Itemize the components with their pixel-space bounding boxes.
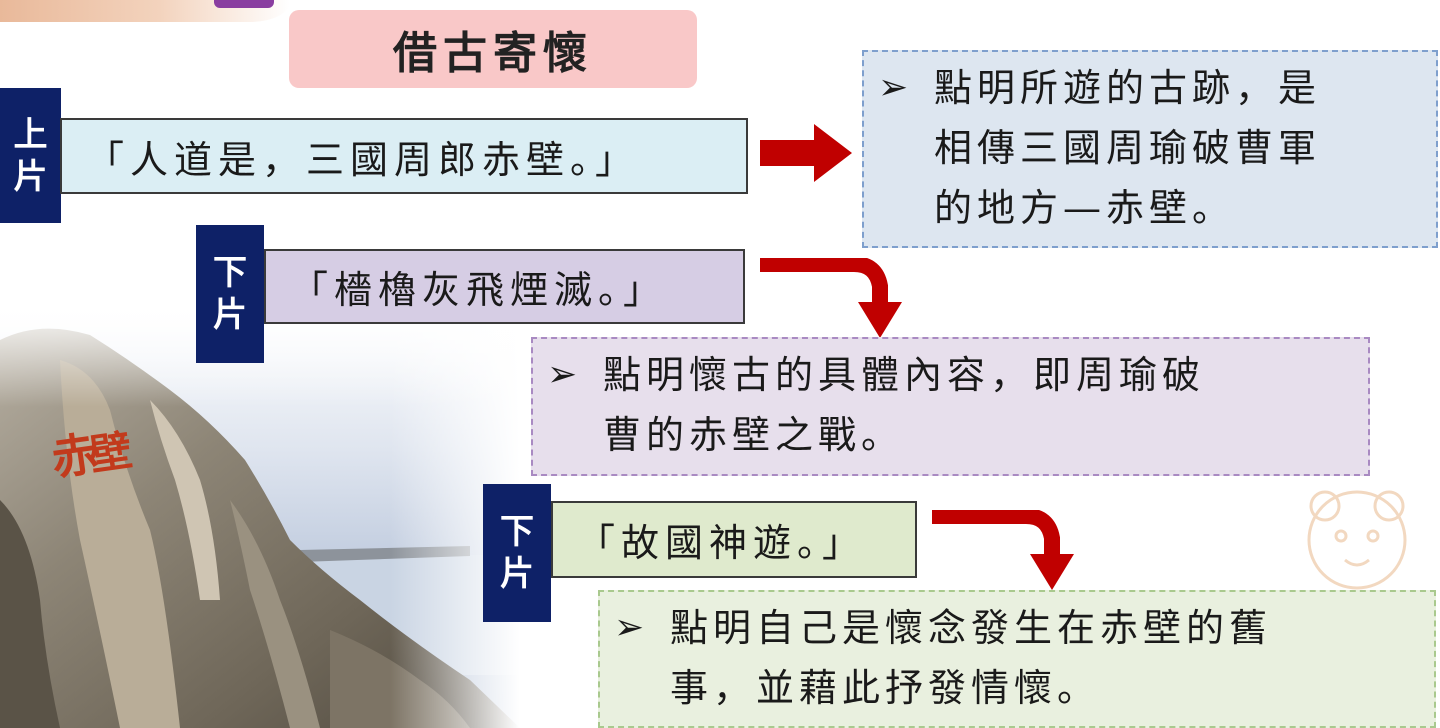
right-arrow-icon: [760, 124, 852, 182]
arrow-bullet-icon: ➢: [547, 354, 583, 395]
tag-char: 下: [500, 512, 534, 552]
tag-char: 上: [13, 114, 48, 155]
note-line: 相傳三國周瑜破曹軍: [934, 126, 1322, 170]
note-box-1: ➢ 點明所遊的古跡，是 相傳三國周瑜破曹軍 的地方—赤壁。: [862, 50, 1438, 248]
svg-text:壁: 壁: [87, 426, 135, 480]
quote-text: 「檣櫓灰飛煙滅。」: [290, 268, 668, 312]
note-line: 點明懷古的具體內容，即周瑜破: [603, 353, 1206, 397]
bent-arrow-icon: [932, 510, 1074, 590]
note-line: 曹的赤壁之戰。: [603, 413, 905, 457]
note-line: 事，並藉此抒發情懷。: [670, 666, 1101, 710]
quote-box-1: 「人道是，三國周郎赤壁。」: [60, 118, 748, 194]
svg-text:赤: 赤: [48, 426, 101, 486]
lower-stanza-tag: 下 片: [196, 225, 264, 363]
red-cliff-photo: 赤 壁: [0, 300, 520, 728]
note-line: 的地方—赤壁。: [934, 186, 1236, 230]
corner-badge: [214, 0, 274, 8]
note-line: 點明自己是懷念發生在赤壁的舊: [670, 606, 1273, 650]
upper-stanza-tag: 上 片: [0, 88, 61, 223]
tag-char: 片: [213, 295, 247, 335]
note-line: 點明所遊的古跡，是: [934, 66, 1322, 110]
note-box-2: ➢ 點明懷古的具體內容，即周瑜破 曹的赤壁之戰。: [531, 337, 1370, 476]
quote-box-2: 「檣櫓灰飛煙滅。」: [264, 249, 745, 324]
tag-char: 片: [13, 156, 48, 197]
quote-text: 「故國神遊。」: [577, 521, 867, 565]
tag-char: 片: [500, 554, 534, 594]
slide-title: 借古寄懷: [289, 10, 697, 88]
note-box-3: ➢ 點明自己是懷念發生在赤壁的舊 事，並藉此抒發情懷。: [598, 590, 1436, 728]
quote-box-3: 「故國神遊。」: [551, 501, 917, 578]
bent-arrow-icon: [760, 258, 902, 338]
mascot-watermark: [1307, 490, 1407, 590]
lower-stanza-tag: 下 片: [483, 484, 551, 622]
arrow-bullet-icon: ➢: [614, 607, 650, 648]
tag-char: 下: [213, 253, 247, 293]
arrow-bullet-icon: ➢: [878, 67, 914, 108]
quote-text: 「人道是，三國周郎赤壁。」: [86, 137, 640, 182]
